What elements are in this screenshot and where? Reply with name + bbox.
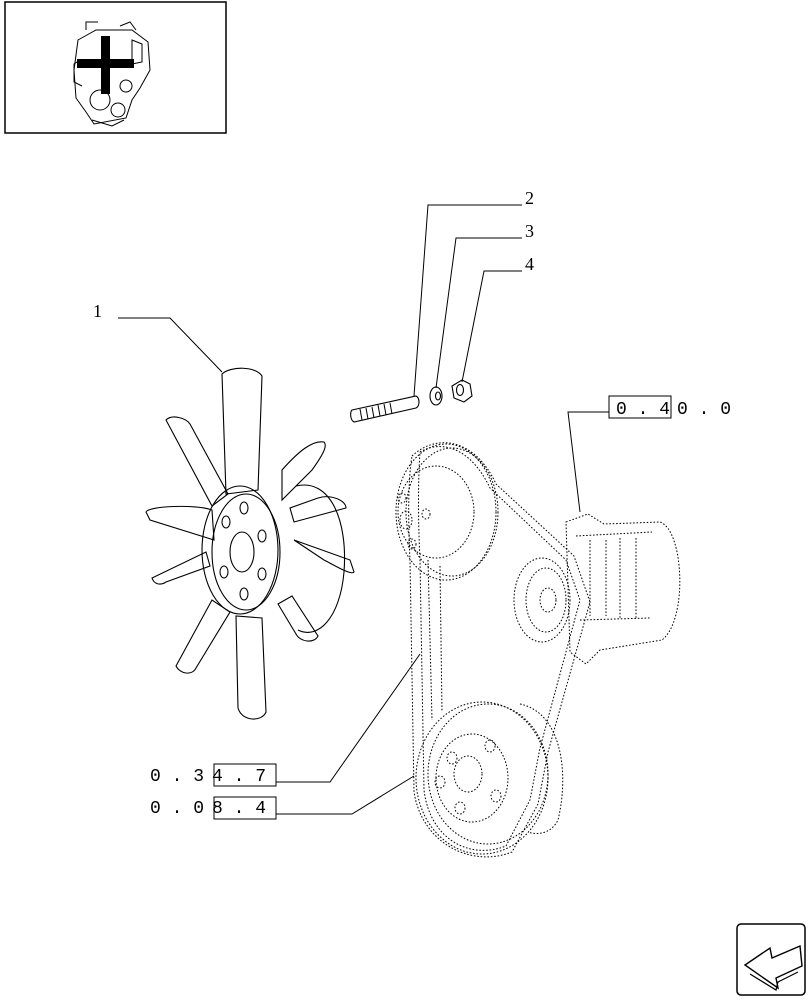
svg-text:0 . 0: 0 . 0 bbox=[677, 400, 731, 420]
svg-text:8 . 4: 8 . 4 bbox=[212, 799, 266, 819]
leader-lines bbox=[118, 204, 610, 815]
callout-3: 3 bbox=[525, 221, 534, 241]
nut bbox=[451, 379, 473, 403]
engine-thumbnail-icon bbox=[73, 21, 151, 127]
svg-text:0 . 0: 0 . 0 bbox=[150, 799, 204, 819]
stud-bolt bbox=[350, 395, 420, 423]
svg-text:3: 3 bbox=[525, 221, 534, 241]
svg-text:1: 1 bbox=[93, 301, 102, 321]
svg-text:0 . 4: 0 . 4 bbox=[616, 400, 670, 420]
callout-2: 2 bbox=[525, 188, 534, 208]
reference-link-0-08-4[interactable]: 0 . 0 8 . 4 bbox=[150, 796, 277, 820]
navigation-button[interactable] bbox=[736, 923, 806, 996]
svg-text:4: 4 bbox=[525, 254, 534, 274]
callout-4: 4 bbox=[525, 254, 534, 274]
svg-text:2: 2 bbox=[525, 188, 534, 208]
callout-1: 1 bbox=[93, 301, 102, 321]
return-arrow-icon bbox=[743, 944, 803, 991]
belt-pulley-assembly bbox=[395, 442, 681, 858]
cooling-fan bbox=[145, 367, 355, 720]
reference-link-0-40-0[interactable]: 0 . 4 0 . 0 bbox=[608, 395, 731, 420]
reference-link-0-34-7[interactable]: 0 . 3 4 . 7 bbox=[150, 763, 277, 787]
svg-text:4 . 7: 4 . 7 bbox=[212, 767, 266, 787]
svg-text:0 . 3: 0 . 3 bbox=[150, 767, 204, 787]
engine-thumbnail[interactable] bbox=[4, 1, 227, 134]
washer bbox=[429, 386, 443, 406]
